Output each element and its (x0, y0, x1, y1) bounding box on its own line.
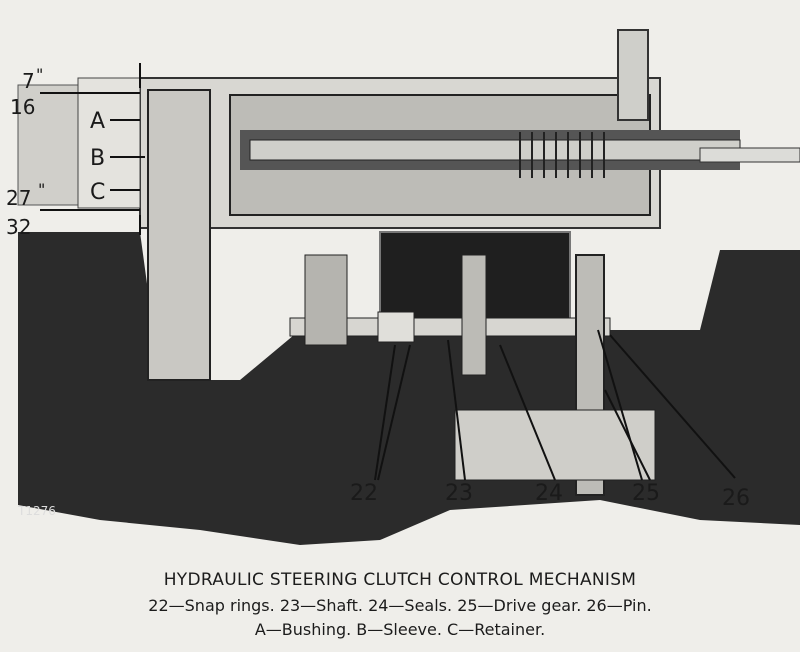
dimension-bottom-denominator: 32 (6, 215, 31, 239)
callout-24: 24 (535, 481, 563, 506)
caption-title: HYDRAULIC STEERING CLUTCH CONTROL MECHAN… (163, 570, 637, 590)
callout-25: 25 (632, 481, 660, 506)
bushing-block (77, 77, 141, 209)
spool (249, 139, 741, 161)
bracket (17, 84, 79, 206)
mechanism-illustration: 7 " 16 27 " 32 A B C 22 23 24 25 26 T127… (6, 29, 800, 545)
snap-ring-collar (377, 311, 415, 343)
caption-legend-numbers: 22—Snap rings. 23—Shaft. 24—Seals. 25—Dr… (148, 596, 652, 615)
dimension-bottom-unit: " (38, 180, 45, 199)
callout-26: 26 (722, 486, 750, 511)
vertical-shaft (147, 89, 211, 381)
callout-23: 23 (445, 481, 473, 506)
gear-shaft (289, 317, 611, 337)
control-rod (699, 147, 800, 163)
left-gear (304, 254, 348, 346)
dimension-top-denominator: 16 (10, 95, 35, 119)
fitting (617, 29, 649, 121)
dimension-top-numerator: 7 (22, 69, 35, 93)
leader-lines (40, 63, 736, 481)
label-c: C (90, 180, 105, 205)
dimension-top-unit: " (36, 65, 43, 84)
figure-id: T1276 (17, 504, 56, 518)
caption-legend-letters: A—Bushing. B—Sleeve. C—Retainer. (254, 620, 546, 639)
pin-post (461, 254, 487, 376)
callout-22: 22 (350, 481, 378, 506)
label-a: A (90, 109, 105, 134)
dimension-bottom-numerator: 27 (6, 186, 31, 210)
spring (519, 132, 605, 178)
label-b: B (90, 146, 105, 171)
